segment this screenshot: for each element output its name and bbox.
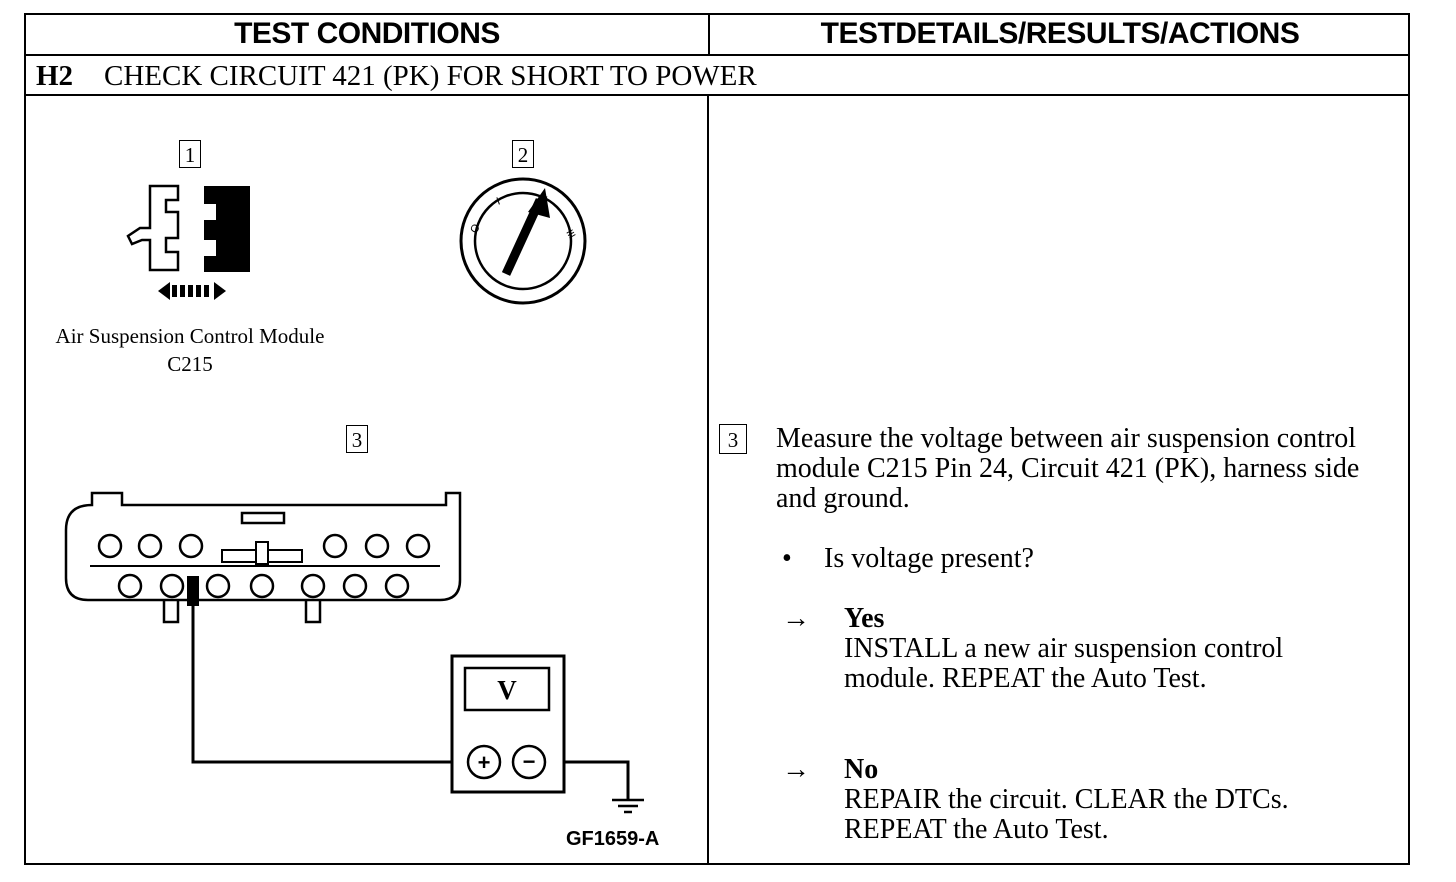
connector-disconnect-icon <box>126 184 250 300</box>
meter-plus: + <box>478 750 491 775</box>
step-title-row: H2 CHECK CIRCUIT 421 (PK) FOR SHORT TO PO… <box>36 59 757 93</box>
column-divider-top <box>708 15 710 55</box>
answer-no-label: No <box>844 754 879 785</box>
step-divider <box>26 94 1408 96</box>
header-divider <box>26 54 1408 56</box>
arrow-right-icon: → <box>782 603 810 634</box>
meter-label: V <box>497 675 517 705</box>
test-figure: O I II III <box>64 177 644 814</box>
meter-minus: − <box>523 749 536 774</box>
callout-3: 3 <box>346 425 368 453</box>
ground-icon <box>612 798 644 814</box>
c215-connector-diagram <box>64 491 462 624</box>
voltmeter: V + − <box>450 654 566 794</box>
header-test-details: TESTDETAILS/RESULTS/ACTIONS <box>820 17 1300 50</box>
arrow-right-icon: → <box>782 754 810 785</box>
ignition-mark-run: II <box>539 194 549 207</box>
instruction-text: Measure the voltage between air suspensi… <box>776 423 1360 514</box>
details-callout-3: 3 <box>719 424 747 454</box>
ignition-mark-acc: I <box>495 195 502 207</box>
meter-leads <box>187 576 630 800</box>
answer-no-text: REPAIR the circuit. CLEAR the DTCs. REPE… <box>844 784 1289 845</box>
answer-yes-text: INSTALL a new air suspension control mod… <box>844 633 1284 694</box>
column-divider <box>707 95 709 865</box>
question-bullet: • <box>782 543 792 574</box>
connector-caption-line2: C215 <box>167 352 213 376</box>
callout-2: 2 <box>512 140 534 168</box>
callout-1: 1 <box>179 140 201 168</box>
step-id: H2 <box>36 60 74 92</box>
step-title: CHECK CIRCUIT 421 (PK) FOR SHORT TO POWE… <box>104 60 757 92</box>
figure-code: GF1659-A <box>566 828 660 850</box>
question-row: • Is voltage present? <box>782 544 1034 574</box>
header-test-conditions: TEST CONDITIONS <box>234 17 500 50</box>
test-table: TEST CONDITIONS TESTDETAILS/RESULTS/ACTI… <box>24 13 1410 865</box>
answer-yes-label: Yes <box>844 603 885 634</box>
connector-caption-line1: Air Suspension Control Module <box>55 324 325 348</box>
question-text: Is voltage present? <box>824 543 1034 574</box>
ignition-switch-icon: O I II III <box>459 177 587 305</box>
